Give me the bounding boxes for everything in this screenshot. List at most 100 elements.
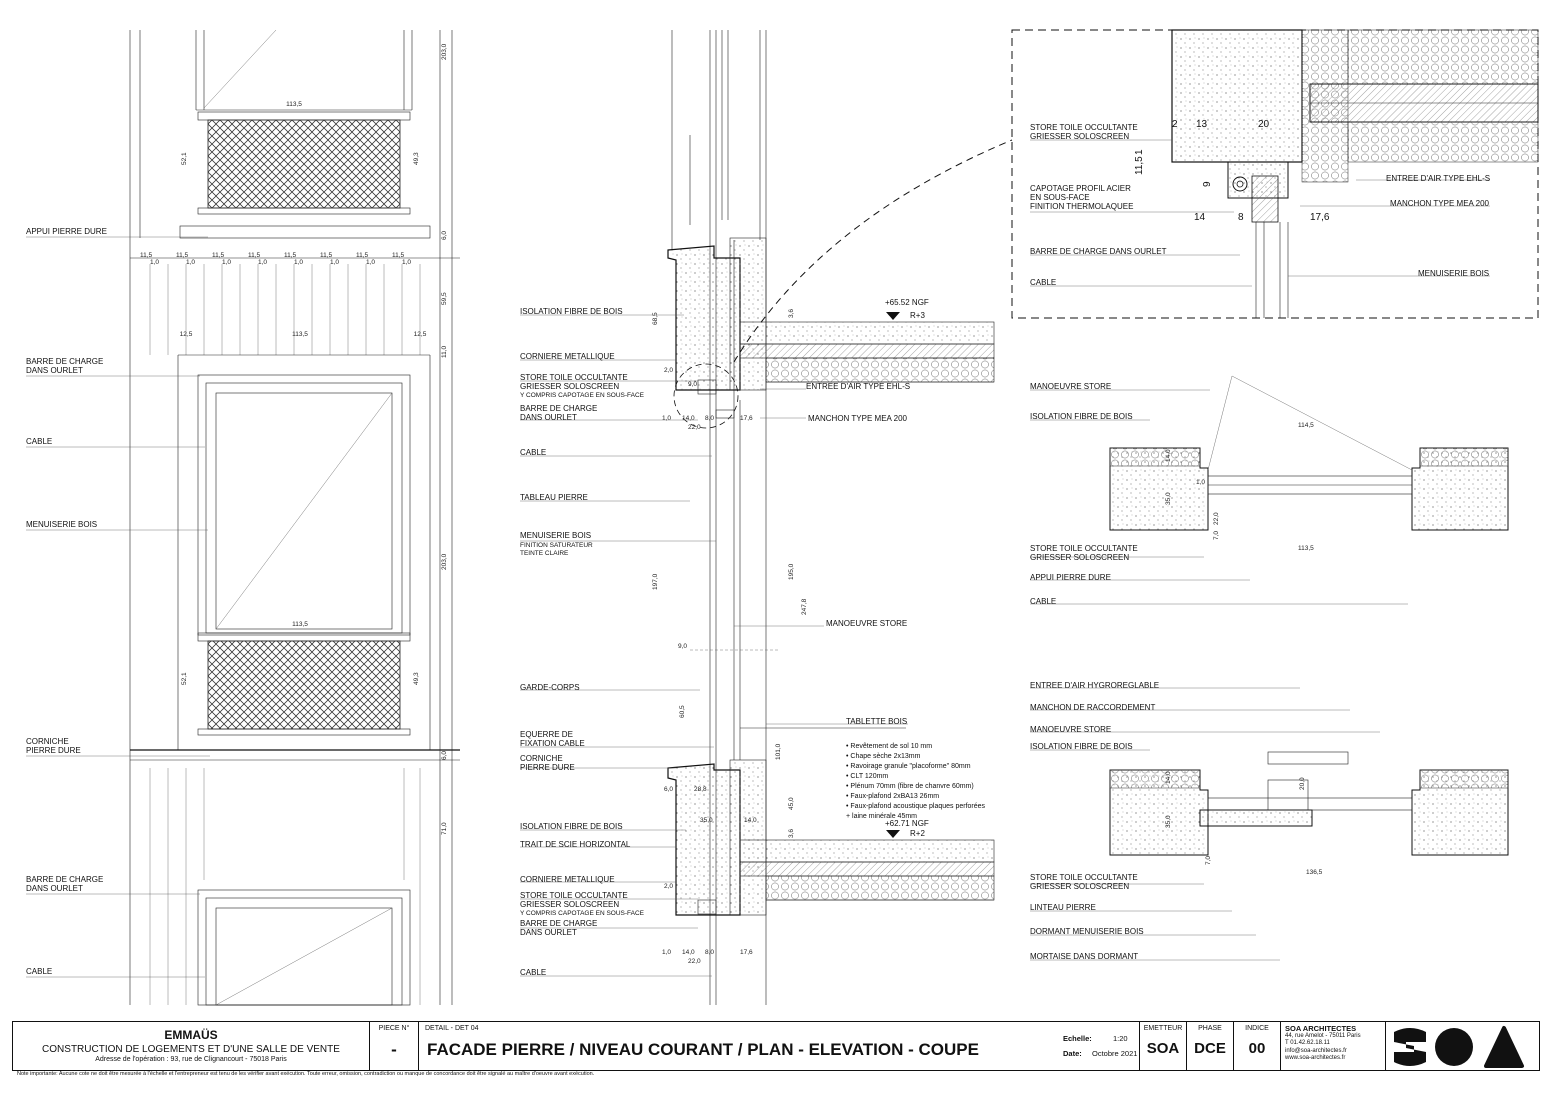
plan1-label-store: STORE TOILE OCCULTANTE xyxy=(1030,544,1138,553)
det-dim-8: 8 xyxy=(1238,212,1244,223)
det-label-capotage: CAPOTAGE PROFIL ACIER xyxy=(1030,184,1131,193)
dim-20-a: 2,0 xyxy=(664,367,673,374)
date-value: Octobre 2021 xyxy=(1092,1049,1138,1058)
scale-value: 1:20 xyxy=(1113,1034,1128,1043)
svg-text:• Plénum 70mm (fibre de chanvr: • Plénum 70mm (fibre de chanvre 60mm) xyxy=(846,783,974,790)
plan1-label-isolation: ISOLATION FIBRE DE BOIS xyxy=(1030,412,1133,421)
emetteur-cell: EMETTEUR SOA xyxy=(1140,1022,1187,1070)
dim-176-b: 17,6 xyxy=(740,949,753,956)
det-dim-20: 20 xyxy=(1258,119,1270,130)
label-barre-charge-2: BARRE DE CHARGE xyxy=(26,875,103,884)
dim-220-b: 22,0 xyxy=(688,958,701,965)
firm-logo xyxy=(1386,1022,1539,1070)
det-label-menuiserie: MENUISERIE BOIS xyxy=(1418,269,1489,278)
piece-label: PIECE N° xyxy=(378,1025,410,1032)
plan1-dim-70: 7,0 xyxy=(1213,531,1220,540)
label-corniere-2: CORNIERE METALLIQUE xyxy=(520,875,615,884)
dim-113-top: 113,5 xyxy=(286,101,302,108)
label-store-1b: GRIESSER SOLOSCREEN xyxy=(520,382,619,391)
label-manchon-mid: MANCHON TYPE MEA 200 xyxy=(808,414,908,423)
level-r3: R+3 xyxy=(910,311,925,320)
dim-140-b: 14,0 xyxy=(744,817,757,824)
rythm-dim-chain: 11,51,0 11,51,0 11,51,0 11,51,0 11,51,0 … xyxy=(140,252,411,266)
dim-90-b: 9,0 xyxy=(678,643,687,650)
plan1-label-cable: CABLE xyxy=(1030,597,1056,606)
dim-220-a: 22,0 xyxy=(688,424,701,431)
plan1-dim-220: 22,0 xyxy=(1213,512,1220,525)
scale-label: Echelle: xyxy=(1063,1034,1092,1043)
svg-text:1,0: 1,0 xyxy=(366,259,375,266)
label-menuiserie-mid-c: TEINTE CLAIRE xyxy=(520,550,569,557)
label-equerre: EQUERRE DE xyxy=(520,730,573,739)
label-barre-charge-1: BARRE DE CHARGE xyxy=(26,357,103,366)
svg-text:11,5: 11,5 xyxy=(320,252,333,259)
plan2-label-entree: ENTREE D'AIR HYGROREGLABLE xyxy=(1030,681,1159,690)
level-r3-ngf: +65.52 NGF xyxy=(885,298,929,307)
phase-cell: PHASE DCE xyxy=(1187,1022,1234,1070)
label-store-2b: GRIESSER SOLOSCREEN xyxy=(520,900,619,909)
date-label: Date: xyxy=(1063,1049,1082,1058)
dim-1950: 195,0 xyxy=(788,563,795,580)
det-label-cable: CABLE xyxy=(1030,278,1056,287)
firm-address: 44, rue Amelot - 75011 Paris xyxy=(1285,1032,1361,1039)
project-address: Adresse de l'opération : 93, rue de Clig… xyxy=(95,1056,287,1063)
label-tablette: TABLETTE BOIS xyxy=(846,717,907,726)
level-r2-ngf: +62.71 NGF xyxy=(885,819,929,828)
dim-288: 28,8 xyxy=(694,786,707,793)
plan-view-lintel: 136,5 35,0 14,0 7,0 20,0 ENTREE D'AIR HY… xyxy=(1030,681,1509,961)
section-view: +65.52 NGF R+3 +62.71 NGF R+2 197,0 195,… xyxy=(520,30,1013,1005)
plan1-dim-1145: 114,5 xyxy=(1298,422,1314,429)
indice-label: INDICE xyxy=(1245,1025,1269,1032)
svg-text:11,5: 11,5 xyxy=(284,252,297,259)
det-dim-14: 14 xyxy=(1194,212,1206,223)
svg-text:• CLT 120mm: • CLT 120mm xyxy=(846,773,888,780)
det-label-entree: ENTREE D'AIR TYPE EHL-S xyxy=(1386,174,1490,183)
legal-note: Note importante: Aucune cote ne doit êtr… xyxy=(17,1071,595,1077)
plan1-label-manoeuvre: MANOEUVRE STORE xyxy=(1030,382,1111,391)
dim-2478: 247,8 xyxy=(801,598,808,615)
det-label-barre: BARRE DE CHARGE DANS OURLET xyxy=(1030,247,1167,256)
svg-text:11,5: 11,5 xyxy=(392,252,405,259)
label-store-1c: Y COMPRIS CAPOTAGE EN SOUS-FACE xyxy=(520,392,645,399)
plan2-dim-140: 14,0 xyxy=(1165,771,1172,784)
label-cable-mid-1: CABLE xyxy=(520,448,546,457)
svg-text:• Faux-plafond acoustique plaq: • Faux-plafond acoustique plaques perfor… xyxy=(846,803,986,810)
label-barre-1b: DANS OURLET xyxy=(520,413,577,422)
label-isolation-2: ISOLATION FIBRE DE BOIS xyxy=(520,822,623,831)
plan1-dim-140: 14,0 xyxy=(1165,449,1172,462)
indice-cell: INDICE 00 xyxy=(1234,1022,1281,1070)
project-name: EMMAÜS xyxy=(164,1028,218,1042)
svg-text:11,5: 11,5 xyxy=(212,252,225,259)
dim-10-b: 1,0 xyxy=(662,949,671,956)
plan2-label-isolation: ISOLATION FIBRE DE BOIS xyxy=(1030,742,1133,751)
svg-text:• Revêtement de sol 10 mm: • Revêtement de sol 10 mm xyxy=(846,743,932,750)
dim-493-low: 49,3 xyxy=(413,672,420,685)
label-barre-2b: DANS OURLET xyxy=(520,928,577,937)
det-dim-13: 13 xyxy=(1196,119,1208,130)
dim-60-c: 6,0 xyxy=(664,786,673,793)
phase-label: PHASE xyxy=(1198,1025,1222,1032)
svg-text:1,0: 1,0 xyxy=(258,259,267,266)
emetteur-label: EMETTEUR xyxy=(1143,1025,1183,1032)
svg-text:1,0: 1,0 xyxy=(222,259,231,266)
dim-80-b: 8,0 xyxy=(705,949,714,956)
dim-350-a: 35,0 xyxy=(700,817,713,824)
dim-521: 52,1 xyxy=(181,152,188,165)
title-cell: DETAIL - DET 04 FACADE PIERRE / NIVEAU C… xyxy=(419,1022,1140,1070)
piece-value: - xyxy=(391,1040,397,1059)
label-store-1: STORE TOILE OCCULTANTE xyxy=(520,373,628,382)
firm-website: www.soa-architectes.fr xyxy=(1285,1055,1346,1061)
label-appui-pierre: APPUI PIERRE DURE xyxy=(26,227,107,236)
svg-text:11,5: 11,5 xyxy=(248,252,261,259)
label-store-2: STORE TOILE OCCULTANTE xyxy=(520,891,628,900)
det-label-manchon: MANCHON TYPE MEA 200 xyxy=(1390,199,1490,208)
dim-36-top: 3,6 xyxy=(788,309,795,318)
det-label-store-b: GRIESSER SOLOSCREEN xyxy=(1030,132,1129,141)
label-cable-mid-2: CABLE xyxy=(520,968,546,977)
plan2-label-manoeuvre: MANOEUVRE STORE xyxy=(1030,725,1111,734)
firm-name: SOA ARCHITECTES xyxy=(1285,1024,1357,1033)
level-r2: R+2 xyxy=(910,829,925,838)
phase-value: DCE xyxy=(1194,1040,1226,1057)
det-dim-1: 1 xyxy=(1134,149,1145,155)
det-dim-9: 9 xyxy=(1202,181,1213,187)
